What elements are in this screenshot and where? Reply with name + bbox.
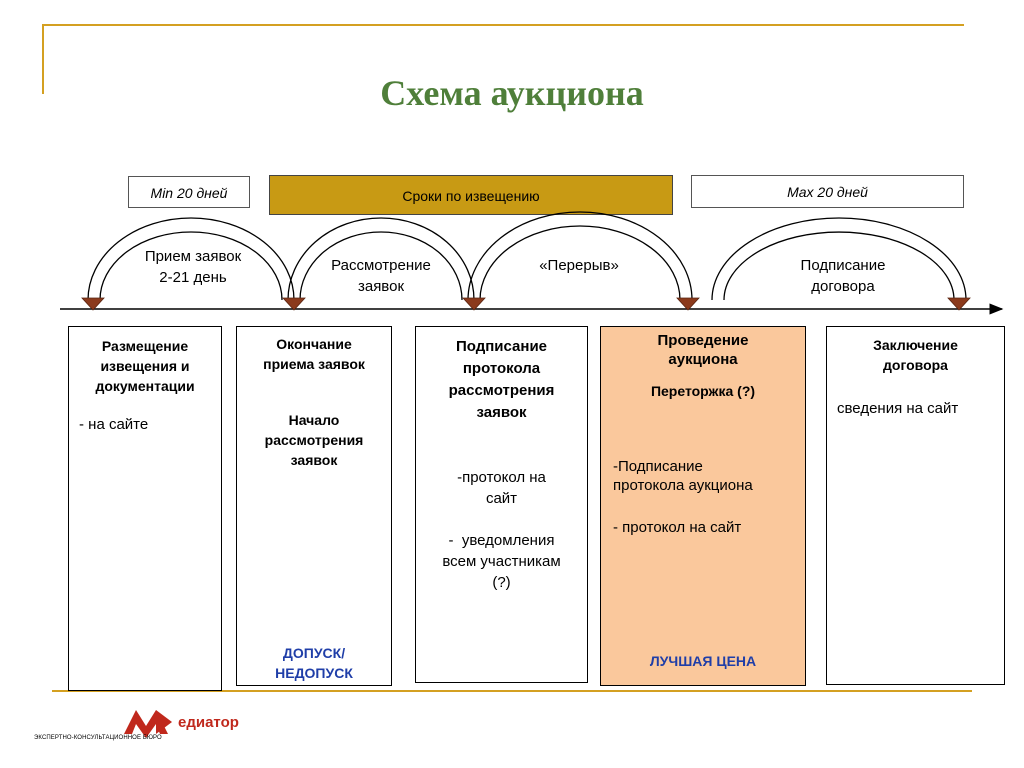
logo-name: едиатор <box>178 714 239 731</box>
arc-label-2: Рассмотрение заявок <box>306 255 456 297</box>
stage-2-heading-line: Окончание <box>276 336 352 352</box>
arc-label-4-line2: договора <box>811 278 875 295</box>
deadline-label: Сроки по извещению <box>402 188 540 204</box>
stage-box-2: Окончание приема заявок Начало рассмотре… <box>236 326 392 686</box>
stage-4-heading2: Переторжка (?) <box>601 381 805 401</box>
stage-3-text2-line: всем участникам <box>442 553 561 570</box>
stage-4-heading-line: Проведение <box>657 332 749 349</box>
timeline-marker <box>676 297 700 311</box>
timeline-marker <box>81 297 105 311</box>
stage-2-footer-line: НЕДОПУСК <box>275 665 353 681</box>
stage-3-heading-line: протокола <box>462 360 541 377</box>
logo-subtitle: ЭКСПЕРТНО-КОНСУЛЬТАЦИОННОЕ БЮРО <box>34 735 162 741</box>
stage-4-heading2-line: Переторжка (?) <box>650 383 756 399</box>
timeline-marker <box>462 297 486 311</box>
arc-label-4-line1: Подписание <box>800 257 886 274</box>
stage-2-heading2-line: заявок <box>290 452 338 468</box>
stage-1-heading-line: извещения и <box>100 358 190 374</box>
stage-4-text2: - протокол на сайт <box>601 517 805 538</box>
max-days-label: Max 20 дней <box>787 184 868 200</box>
arc-group <box>87 211 967 301</box>
stage-4-text: -Подписание протокола аукциона <box>601 457 805 495</box>
stage-1-text: - на сайте <box>69 414 221 435</box>
arc-label-3-line1: «Перерыв» <box>539 257 619 274</box>
arc-label-1-line1: Прием заявок <box>144 248 242 265</box>
stage-4-footer-line: ЛУЧШАЯ ЦЕНА <box>649 653 757 669</box>
stage-4-heading: Проведение аукциона <box>601 331 805 369</box>
stage-box-4: Проведение аукциона Переторжка (?) -Подп… <box>600 326 806 686</box>
left-accent-line <box>42 24 44 94</box>
stage-5-text: сведения на сайт <box>827 398 1004 419</box>
stage-1-text-line: - на сайте <box>79 416 149 433</box>
stage-5-text-line: сведения на сайт <box>837 400 959 417</box>
stage-1-heading: Размещение извещения и документации <box>69 336 221 396</box>
arc-label-4: Подписание договора <box>768 255 918 297</box>
stage-2-heading-line: приема заявок <box>263 356 365 372</box>
stage-5-heading: Заключение договора <box>827 335 1004 375</box>
arc-label-1-line2: 2-21 день <box>159 269 227 286</box>
slide-title: Схема аукциона <box>380 73 644 113</box>
stage-2-footer: ДОПУСК/ НЕДОПУСК <box>237 643 391 683</box>
stage-1-heading-line: документации <box>95 378 195 394</box>
stage-2-heading2-line: Начало <box>288 412 340 428</box>
arc-3-outer <box>467 211 693 301</box>
arc-label-1: Прием заявок 2-21 день <box>118 246 268 288</box>
stage-5-heading-line: договора <box>883 357 948 373</box>
timeline-marker <box>947 297 971 311</box>
stage-3-text: -протокол на сайт <box>416 467 587 509</box>
deadline-bar: Сроки по извещению <box>269 175 673 215</box>
stage-3-heading: Подписание протокола рассмотрения заявок <box>416 336 587 424</box>
arc-1-inner <box>99 231 283 301</box>
stage-4-text-line: протокола аукциона <box>613 477 753 494</box>
stage-3-text2: - уведомления всем участникам (?) <box>416 530 587 593</box>
stage-1-heading-line: Размещение <box>101 338 189 354</box>
timeline-marker <box>282 297 306 311</box>
max-days-box: Max 20 дней <box>691 175 964 208</box>
marker-group <box>81 297 971 311</box>
stage-2-heading: Окончание приема заявок <box>237 334 391 374</box>
stage-3-heading-line: Подписание <box>455 338 548 355</box>
mediator-logo-icon <box>124 710 172 738</box>
bottom-accent-line <box>52 690 972 692</box>
min-days-box: Min 20 дней <box>128 176 250 208</box>
arc-1-outer <box>87 217 295 301</box>
min-days-label: Min 20 дней <box>150 185 228 201</box>
stage-3-heading-line: рассмотрения <box>448 382 555 399</box>
arc-2-inner <box>299 231 463 301</box>
stage-box-5: Заключение договора сведения на сайт <box>826 326 1005 685</box>
stage-4-heading-line: аукциона <box>668 351 738 368</box>
arc-3-inner <box>479 225 681 301</box>
stage-2-footer-line: ДОПУСК/ <box>282 645 346 661</box>
stage-3-text-line: -протокол на <box>457 469 546 486</box>
stage-5-heading-line: Заключение <box>873 337 958 353</box>
stage-4-text2-line: - протокол на сайт <box>613 519 742 536</box>
stage-3-text2-line: (?) <box>492 574 511 591</box>
arc-2-outer <box>287 217 475 301</box>
stage-2-heading2-line: рассмотрения <box>264 432 364 448</box>
stage-4-text-line: -Подписание <box>613 458 703 475</box>
stage-3-heading-line: заявок <box>476 404 527 421</box>
arc-4-outer <box>711 217 967 301</box>
stage-box-1: Размещение извещения и документации - на… <box>68 326 222 691</box>
arc-label-2-line1: Рассмотрение <box>331 257 431 274</box>
stage-box-3: Подписание протокола рассмотрения заявок… <box>415 326 588 683</box>
arc-label-3: «Перерыв» <box>504 255 654 276</box>
stage-2-heading2: Начало рассмотрения заявок <box>237 410 391 470</box>
stage-3-text2-line: - уведомления <box>448 532 555 549</box>
arc-label-2-line2: заявок <box>357 278 405 295</box>
arc-4-inner <box>723 231 955 301</box>
top-accent-line <box>42 24 964 26</box>
stage-4-footer: ЛУЧШАЯ ЦЕНА <box>601 651 805 671</box>
stage-3-text-line: сайт <box>485 490 518 507</box>
